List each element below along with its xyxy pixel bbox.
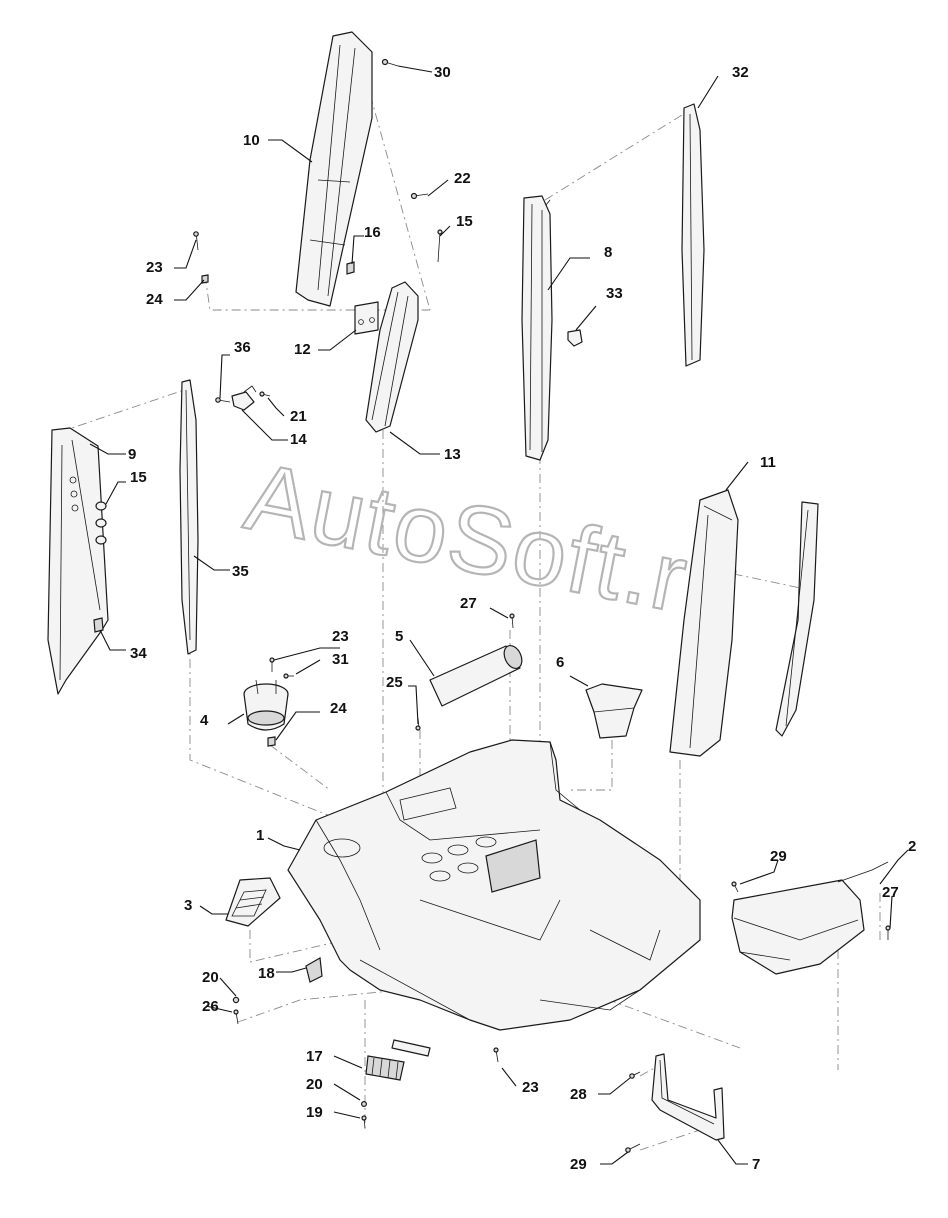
callout-33: 33 xyxy=(606,285,623,302)
part-23-pin-lower xyxy=(493,1047,499,1063)
callout-25: 25 xyxy=(386,674,403,691)
part-33-knob xyxy=(567,329,583,347)
part-16-clip xyxy=(346,261,355,275)
callout-18: 18 xyxy=(258,965,275,982)
part-24-clip-mid xyxy=(267,736,276,747)
callout-15-left: 15 xyxy=(130,469,147,486)
callout-34: 34 xyxy=(130,645,147,662)
callout-1: 1 xyxy=(256,827,264,844)
callout-17: 17 xyxy=(306,1048,323,1065)
callout-29-lower: 29 xyxy=(570,1156,587,1173)
part-36-pin xyxy=(215,397,231,403)
callout-30: 30 xyxy=(434,64,451,81)
part-8-pillar xyxy=(521,195,553,461)
callout-12: 12 xyxy=(294,341,311,358)
part-13-pillar xyxy=(365,281,419,433)
callout-23-upper: 23 xyxy=(146,259,163,276)
part-31-screw xyxy=(283,673,294,679)
callout-28: 28 xyxy=(570,1086,587,1103)
callout-23-mid: 23 xyxy=(332,628,349,645)
part-12-bracket xyxy=(354,301,379,335)
callout-19: 19 xyxy=(306,1104,323,1121)
callout-20-left: 20 xyxy=(202,969,219,986)
part-4-cup-holder xyxy=(243,679,289,731)
part-30-screw xyxy=(381,58,399,67)
callout-2: 2 xyxy=(908,838,916,855)
part-20-bolt-lower xyxy=(361,1100,368,1107)
callout-3: 3 xyxy=(184,897,192,914)
callout-23-lower: 23 xyxy=(522,1079,539,1096)
callout-8: 8 xyxy=(604,244,612,261)
callout-10: 10 xyxy=(243,132,260,149)
callout-27-upper: 27 xyxy=(460,595,477,612)
callout-27-right: 27 xyxy=(882,884,899,901)
part-15-grommets xyxy=(95,501,107,545)
callout-31: 31 xyxy=(332,651,349,668)
part-25-pin xyxy=(415,717,421,731)
callout-13: 13 xyxy=(444,446,461,463)
part-27-screw-upper xyxy=(509,613,515,629)
part-11-side-panel xyxy=(669,489,739,757)
callout-5: 5 xyxy=(395,628,403,645)
part-15-pin-upper xyxy=(437,229,443,263)
callout-9: 9 xyxy=(128,446,136,463)
callout-16: 16 xyxy=(364,224,381,241)
part-34-clip xyxy=(93,617,104,633)
callout-14: 14 xyxy=(290,431,307,448)
callout-11: 11 xyxy=(760,454,776,471)
part-32-pillar xyxy=(681,103,705,367)
part-1-main-body xyxy=(287,739,701,1031)
callout-29-upper: 29 xyxy=(770,848,787,865)
part-2-step-box xyxy=(731,861,889,975)
part-11-trim-strip xyxy=(775,501,819,737)
part-21-pin xyxy=(259,391,271,397)
part-23-pin-upper xyxy=(193,231,199,251)
part-22-screw xyxy=(410,192,429,200)
callout-4: 4 xyxy=(200,712,209,729)
callout-26: 26 xyxy=(202,998,219,1015)
callout-labels: 30 10 22 15 16 23 24 12 36 21 14 13 8 33… xyxy=(128,64,916,1173)
callout-20-lower: 20 xyxy=(306,1076,323,1093)
part-10-pillar xyxy=(295,31,373,307)
part-23-pin-mid xyxy=(269,657,275,672)
part-5-handle-tube xyxy=(429,645,523,707)
part-19-bolt xyxy=(361,1115,367,1129)
part-6-storage-bin xyxy=(585,683,643,739)
leader-lines xyxy=(89,65,909,1165)
part-14-hinge xyxy=(231,385,257,411)
watermark-text: AutoSoft.ru xyxy=(238,443,751,644)
callout-21: 21 xyxy=(290,408,307,425)
callout-22: 22 xyxy=(454,170,471,187)
callout-6: 6 xyxy=(556,654,564,671)
part-7-bracket xyxy=(651,1053,725,1141)
part-9-side-panel xyxy=(47,427,109,695)
callout-24-mid: 24 xyxy=(330,700,347,717)
part-20-bolt-left xyxy=(232,996,240,1004)
callout-15-upper: 15 xyxy=(456,213,473,230)
part-29-screw-lower xyxy=(625,1143,641,1153)
part-18-cap xyxy=(305,957,323,983)
part-26-bolt xyxy=(233,1009,239,1025)
part-17-filter xyxy=(365,1039,431,1081)
callout-36: 36 xyxy=(234,339,251,356)
part-3-vent xyxy=(225,877,281,927)
part-28-screw xyxy=(629,1071,641,1079)
callout-7: 7 xyxy=(752,1156,760,1173)
part-27-screw-right xyxy=(885,925,891,940)
callout-24-upper: 24 xyxy=(146,291,163,308)
part-35-trim-strip xyxy=(179,379,199,655)
callout-35: 35 xyxy=(232,563,249,580)
callout-32: 32 xyxy=(732,64,749,81)
part-29-screw-upper xyxy=(731,881,739,893)
